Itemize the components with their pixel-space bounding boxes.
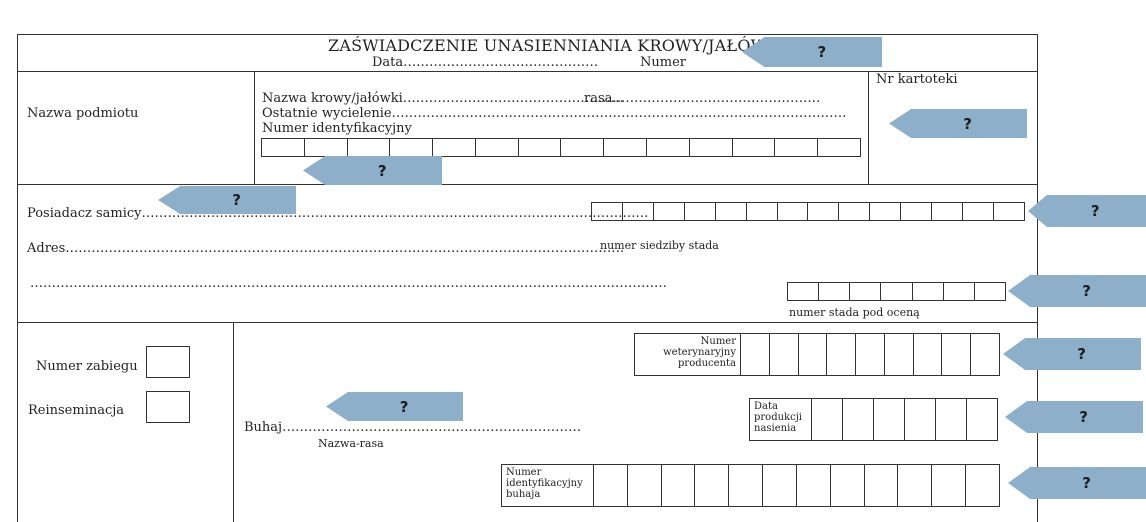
question-mark-icon: ? [399,397,409,416]
question-mark-icon: ? [377,161,387,180]
bull-field[interactable]: Buhaj…………………………………………………………… [244,420,582,435]
help-arrow-owner[interactable]: ? [158,186,296,214]
herd-eval-label: numer stada pod oceną [789,306,920,319]
help-arrow-herd-eval[interactable]: ? [1008,275,1146,307]
question-mark-icon: ? [1077,345,1086,363]
question-mark-icon: ? [1082,474,1091,492]
procedure-number-label: Numer zabiegu [36,359,138,374]
help-arrow-file-number[interactable]: ? [889,109,1027,138]
question-mark-icon: ? [963,114,972,133]
divider-procedure-col [233,322,234,522]
id-number-label: Numer identyfikacyjny [262,121,412,136]
question-mark-icon: ? [1090,202,1100,220]
cow-name-field[interactable]: Nazwa krowy/jałówki…………………………………………… [262,91,624,106]
herd-seat-label: numer siedziby stada [600,239,719,252]
breed-field[interactable]: rasa………………………………………… [584,91,821,106]
divider-file-col [868,71,869,185]
semen-date-boxes[interactable]: Data produkcji nasienia [749,398,998,441]
cow-id-number-boxes[interactable] [261,138,861,157]
question-mark-icon: ? [232,191,241,209]
help-arrow-semen-date[interactable]: ? [1005,401,1143,433]
reinsemination-box[interactable] [146,391,190,423]
question-mark-icon: ? [1082,282,1091,300]
form-border-left [17,34,18,522]
address-field[interactable]: Adres……………………………………………………………………………………………… [27,241,625,256]
form-border-top [17,34,1038,35]
help-arrow-header[interactable]: ? [742,37,882,67]
last-calving-field[interactable]: Ostatnie wycielenie………………………………………………………… [262,106,847,121]
help-arrow-herd-seat[interactable]: ? [1028,195,1146,227]
vet-producer-number-boxes[interactable]: Numer weterynaryjny producenta [634,333,1000,376]
herd-eval-number-boxes[interactable] [787,282,1006,301]
help-arrow-bull[interactable]: ? [326,392,463,421]
bull-sub-label: Nazwa-rasa [318,437,384,450]
herd-seat-number-boxes[interactable] [591,202,1025,221]
divider-after-section1 [17,184,1038,185]
number-label: Numer [640,55,686,70]
vet-producer-label: Numer weterynaryjny producenta [635,334,741,375]
question-mark-icon: ? [1079,408,1088,426]
help-arrow-bull-id[interactable]: ? [1008,467,1146,499]
address-field-line2[interactable]: …………………………………………………………………………………………………………… [30,276,667,291]
reinsemination-label: Reinseminacja [28,403,125,418]
divider-after-section2 [17,322,1038,323]
divider-subject-col [254,71,255,185]
form-title: ZAŚWIADCZENIE UNASIENNIANIA KROWY/JAŁÓWK… [328,36,786,55]
owner-field[interactable]: Posiadacz samicy………………………………………………………………… [27,206,649,221]
semen-date-label: Data produkcji nasienia [750,399,812,440]
help-arrow-vet-producer[interactable]: ? [1003,338,1141,370]
bull-id-number-boxes[interactable]: Numer identyfikacyjny buhaja [501,464,1000,507]
procedure-number-box[interactable] [146,346,190,378]
help-arrow-cow-id[interactable]: ? [303,156,442,185]
question-mark-icon: ? [817,43,827,61]
bull-id-label: Numer identyfikacyjny buhaja [502,465,594,506]
subject-name-label: Nazwa podmiotu [27,106,139,121]
date-field[interactable]: Data……………………………………… [372,55,599,70]
divider-after-header [17,71,1038,72]
file-number-label: Nr kartoteki [876,72,958,87]
